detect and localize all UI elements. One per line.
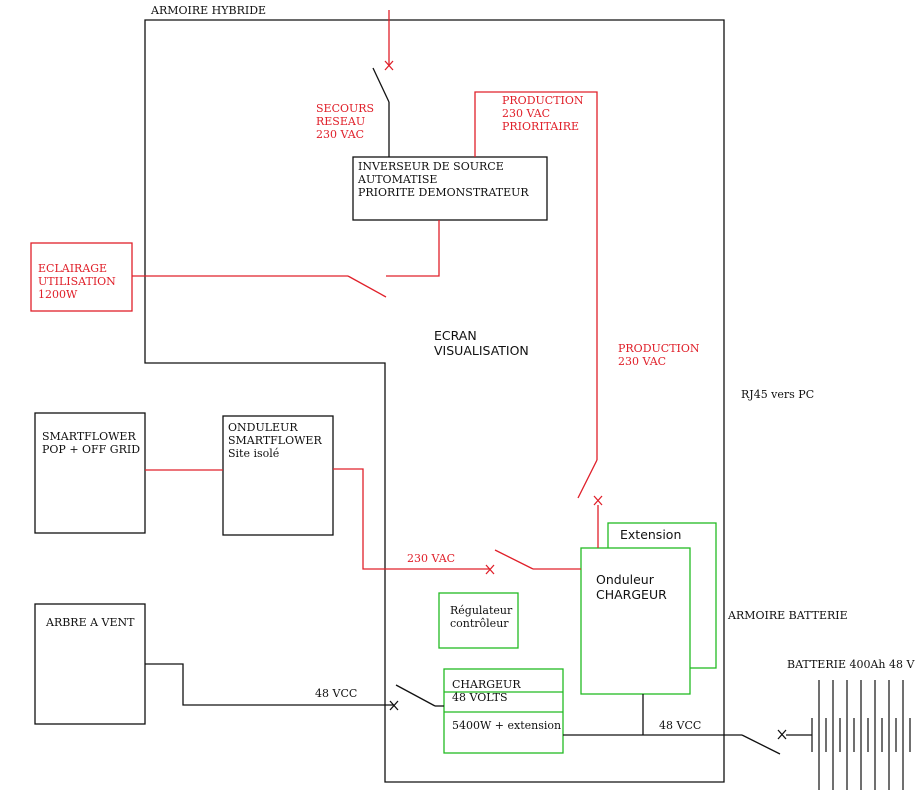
production-breaker-x <box>593 495 603 506</box>
onduleur-ac-wire <box>333 468 490 570</box>
production-switch <box>577 459 598 499</box>
smartflower-box <box>34 412 146 534</box>
battery-switch <box>741 734 781 755</box>
regulateur-box <box>438 592 519 649</box>
armoire-hybride-outline <box>144 19 725 783</box>
battery-bank <box>811 680 911 790</box>
batterie-label: BATTERIE 400Ah 48 V <box>787 658 915 671</box>
ac-switch <box>494 549 534 570</box>
dc-48-right-label: 48 VCC <box>659 719 702 732</box>
ac-230-label: 230 VAC <box>407 552 456 565</box>
inverseur-output-wire <box>386 220 440 277</box>
extension-label: Extension <box>620 527 682 542</box>
production-prioritaire-label: PRODUCTION 230 VAC PRIORITAIRE <box>502 94 584 133</box>
dc-48-left-label: 48 VCC <box>315 687 358 700</box>
chargeur-power-label: 5400W + extension <box>452 719 562 732</box>
eclairage-box <box>30 242 133 312</box>
onduleur-chargeur-box <box>580 547 691 695</box>
ac-breaker-x <box>485 564 495 575</box>
onduleur-chargeur-label: Onduleur CHARGEUR <box>596 572 667 602</box>
wind-breaker-x <box>389 700 399 711</box>
rj45-label: RJ45 vers PC <box>741 388 815 401</box>
eclairage-label: ECLAIRAGE UTILISATION 1200W <box>38 262 116 301</box>
inverseur-box <box>352 156 548 221</box>
onduleur-smartflower-label: ONDULEUR SMARTFLOWER Site isolé <box>228 421 322 460</box>
wind-dc-wire <box>145 663 394 706</box>
secours-reseau-label: SECOURS RESEAU 230 VAC <box>316 102 375 141</box>
production-230-label: PRODUCTION 230 VAC <box>618 342 700 368</box>
smartflower-label: SMARTFLOWER POP + OFF GRID <box>42 430 141 456</box>
secours-breaker-x <box>384 60 394 71</box>
battery-breaker-x <box>777 729 787 740</box>
production-wire <box>474 91 598 460</box>
armoire-hybride-title: ARMOIRE HYBRIDE <box>151 4 267 17</box>
wind-switch <box>395 684 436 707</box>
chargeur-48-box <box>443 668 564 754</box>
armoire-batterie-label: ARMOIRE BATTERIE <box>728 609 848 622</box>
ecran-label: ECRAN VISUALISATION <box>434 328 529 358</box>
arbre-a-vent-label: ARBRE A VENT <box>46 616 135 629</box>
eclairage-switch <box>347 275 387 298</box>
onduleur-smartflower-box <box>222 415 334 536</box>
inverseur-label: INVERSEUR DE SOURCE AUTOMATISE PRIORITE … <box>358 160 529 199</box>
secours-switch <box>372 67 390 103</box>
regulateur-label: Régulateur contrôleur <box>450 604 513 630</box>
chargeur-48-label: CHARGEUR 48 VOLTS <box>452 678 521 704</box>
